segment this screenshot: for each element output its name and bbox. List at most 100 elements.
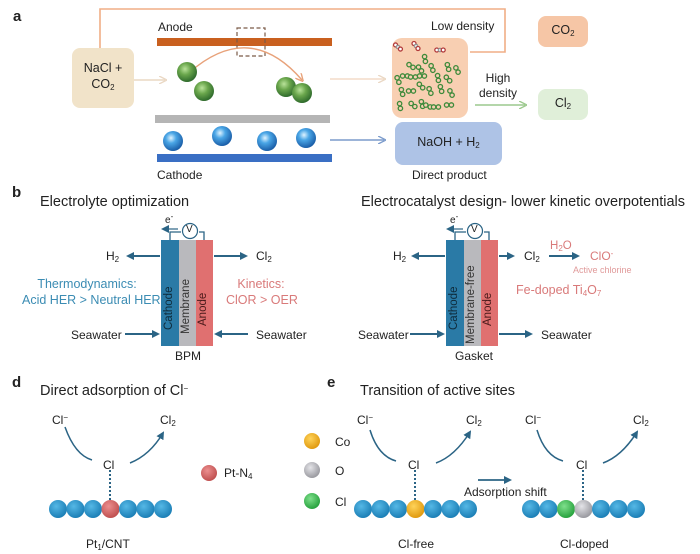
kinetics-note: Kinetics: ClOR > OER bbox=[226, 276, 298, 308]
cl2-molecule-atom bbox=[443, 102, 450, 108]
co2-molecule-o bbox=[397, 46, 404, 52]
cl2-molecule-atom bbox=[398, 86, 405, 93]
substrate-atom bbox=[459, 500, 477, 518]
cl2-label: Cl2 bbox=[466, 413, 482, 428]
cl-sup: − bbox=[63, 413, 69, 422]
feed-box: NaCl + CO2 bbox=[72, 48, 134, 108]
cl2-molecule-atom bbox=[430, 104, 437, 110]
cl2-molecule-atom bbox=[449, 92, 455, 98]
cell-cathode-layer bbox=[446, 240, 464, 346]
h2-sub: 2 bbox=[401, 255, 407, 264]
cl2-text: Cl bbox=[524, 249, 536, 263]
cl2-text: Cl bbox=[256, 249, 268, 263]
hypochlorite-label: ClO- bbox=[590, 249, 613, 263]
electron-sup: - bbox=[455, 212, 459, 221]
pt-n-text: Pt-N bbox=[224, 466, 248, 480]
cl2-molecule-atom bbox=[397, 105, 404, 112]
cl-text: Cl bbox=[525, 413, 537, 427]
external-circuit bbox=[454, 231, 490, 240]
pt-n4-legend-label: Pt-N4 bbox=[224, 466, 252, 481]
cl-minus-label: Cl− bbox=[52, 413, 68, 427]
cl2-molecule-atom bbox=[415, 64, 422, 70]
zoom-region-box bbox=[236, 27, 266, 57]
thermo-line2: Acid HER > Neutral HER bbox=[22, 293, 161, 307]
seawater-out-label: Seawater bbox=[541, 328, 592, 342]
cl-free-caption: Cl-free bbox=[398, 537, 435, 551]
pt-n4-legend-dot bbox=[201, 465, 217, 481]
catalyst-sub2: 7 bbox=[596, 289, 602, 298]
co-legend-dot bbox=[304, 433, 320, 449]
cl2-sub: 2 bbox=[171, 419, 176, 428]
voltmeter-circle bbox=[181, 222, 199, 240]
cl-minus-adsorb-arrow bbox=[369, 429, 397, 462]
chlorine-sphere bbox=[292, 83, 312, 103]
cl2-text: Cl bbox=[466, 413, 478, 427]
panel-label-e: e bbox=[327, 374, 336, 391]
cl2-desorb-arrow bbox=[435, 430, 472, 464]
cl2-molecule-atom bbox=[418, 98, 425, 105]
catalyst-mid: O bbox=[587, 283, 597, 297]
gas-molecules bbox=[392, 40, 461, 112]
cl-sup: − bbox=[368, 413, 374, 422]
high-density-line1: High bbox=[485, 71, 511, 85]
membrane-bar bbox=[155, 115, 330, 123]
hydroxide-sphere bbox=[212, 126, 232, 146]
cl2-label: Cl2 bbox=[524, 249, 540, 264]
anode-bar bbox=[157, 38, 332, 46]
electron-sup: - bbox=[170, 212, 174, 221]
cl2-text: Cl bbox=[633, 413, 645, 427]
membrane-layer-label: Membrane bbox=[180, 279, 192, 334]
direct-adsorption-title-text: Direct adsorption of Cl bbox=[40, 383, 184, 399]
cl2-molecule-atom bbox=[399, 91, 406, 98]
pt-n-sub: 4 bbox=[248, 472, 253, 481]
catalyst-label: Fe-doped Ti4O7 bbox=[516, 283, 601, 298]
voltmeter-circle bbox=[466, 222, 484, 240]
h2o-sub: 2 bbox=[558, 244, 563, 253]
cl2-molecule-atom bbox=[410, 64, 416, 71]
cl2-molecule-atom bbox=[426, 85, 432, 92]
seawater-in-right-label: Seawater bbox=[256, 328, 307, 342]
cl2-desorb-arrow bbox=[602, 430, 639, 464]
cl2-sub: 2 bbox=[644, 419, 649, 428]
adsorbed-cl-label: Cl bbox=[103, 458, 115, 472]
co-legend-label: Co bbox=[335, 435, 351, 449]
substrate-atom bbox=[84, 500, 102, 518]
adsorbed-cl-label: Cl bbox=[408, 458, 420, 472]
panel-label-d: d bbox=[12, 374, 22, 391]
thermodynamics-note: Thermodynamics: Acid HER > Neutral HER bbox=[22, 276, 161, 308]
cell-anode-layer bbox=[481, 240, 498, 346]
cl2-molecule-atom bbox=[447, 88, 453, 94]
cl-legend-dot bbox=[304, 493, 320, 509]
substrate-atom bbox=[389, 500, 407, 518]
h2o-o: O bbox=[562, 240, 572, 252]
feed-line2: CO bbox=[91, 77, 111, 91]
seawater-in-left-label: Seawater bbox=[71, 328, 122, 342]
seawater-in-label: Seawater bbox=[358, 328, 409, 342]
voltmeter-label: V bbox=[186, 224, 193, 235]
cell-layer-labels-right: Cathode Membrane-free Anode bbox=[446, 240, 498, 346]
panel-label-b: b bbox=[12, 184, 22, 201]
cl2-molecule-atom bbox=[396, 100, 403, 107]
direct-adsorption-title: Direct adsorption of Cl− bbox=[40, 383, 188, 399]
cl-doped-caption: Cl-doped bbox=[560, 537, 609, 551]
cl2-molecule-atom bbox=[416, 73, 423, 79]
substrate-atom bbox=[592, 500, 610, 518]
low-density-label: Low density bbox=[431, 19, 495, 33]
cl2-molecule-atom bbox=[410, 88, 417, 94]
electron-e: e bbox=[165, 215, 171, 226]
cl-dopant-atom bbox=[557, 500, 575, 518]
cl2-molecule-atom bbox=[435, 104, 442, 110]
co2-molecule-o bbox=[440, 47, 446, 53]
cl2-molecule-atom bbox=[399, 73, 406, 79]
electrocatalyst-design-title: Electrocatalyst design- lower kinetic ov… bbox=[361, 194, 685, 210]
clo-text: ClO bbox=[590, 249, 611, 263]
transition-active-sites-title: Transition of active sites bbox=[360, 383, 515, 399]
o-legend-label: O bbox=[335, 464, 345, 478]
anode-label: Anode bbox=[158, 20, 193, 34]
substrate-atom bbox=[354, 500, 372, 518]
electron-label: e- bbox=[450, 212, 458, 226]
cl2-molecule-atom bbox=[445, 66, 452, 73]
substrate-atom bbox=[136, 500, 155, 518]
cathode-label: Cathode bbox=[157, 168, 203, 182]
